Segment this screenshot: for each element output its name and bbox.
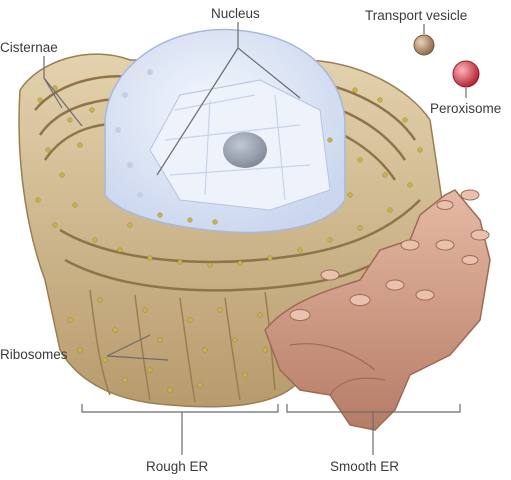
label-ribosomes: Ribosomes	[0, 347, 108, 363]
label-peroxisome: Peroxisome	[430, 101, 511, 117]
label-rough-er: Rough ER	[146, 459, 208, 474]
nucleus	[105, 30, 345, 233]
peroxisome	[453, 61, 479, 87]
label-nucleus: Nucleus	[211, 6, 260, 22]
label-cisternae: Cisternae	[0, 40, 62, 56]
transport-vesicle	[414, 35, 434, 55]
label-transport-vesicle: Transport vesicle	[365, 8, 467, 24]
label-smooth-er: Smooth ER	[330, 459, 399, 474]
nucleolus	[223, 132, 267, 168]
